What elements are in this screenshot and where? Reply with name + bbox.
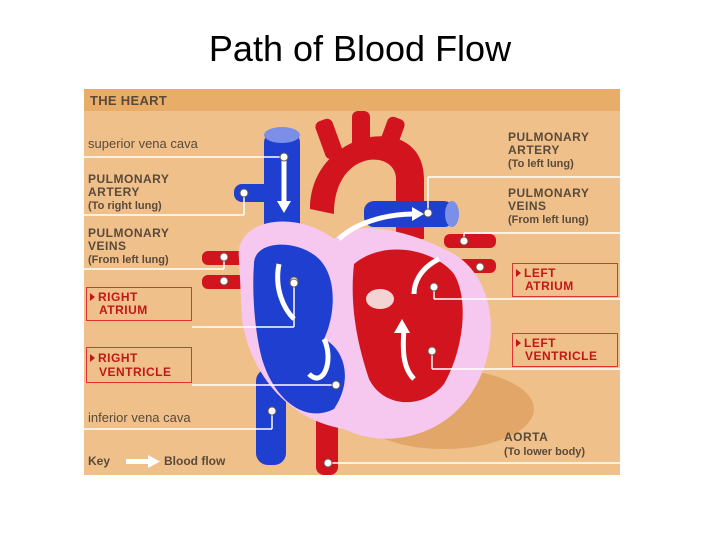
- dot-pv-left-1: [459, 236, 469, 246]
- lpa-opening: [445, 201, 459, 227]
- label-right-atrium-1-text: RIGHT: [98, 290, 138, 304]
- label-pulmonary-veins-right-2: VEINS: [88, 239, 127, 253]
- label-pulmonary-artery-right-2: ARTERY: [88, 185, 140, 199]
- dot-ra-2: [289, 278, 299, 288]
- label-right-atrium-2: ATRIUM: [99, 303, 148, 317]
- dot-pv-left-2: [475, 262, 485, 272]
- svc-opening: [264, 127, 300, 143]
- label-left-ventricle-1: LEFT: [516, 337, 556, 350]
- flow-arrow-5: [411, 256, 441, 295]
- diagram-header-text: THE HEART: [90, 93, 168, 108]
- flow-arrow-4: [337, 211, 415, 241]
- leader-lines-left: [84, 156, 336, 430]
- aorta-branch-1: [315, 118, 343, 160]
- label-inferior-vena-cava: inferior vena cava: [88, 410, 191, 425]
- label-pulmonary-veins-right-sub: (From left lung): [88, 254, 169, 266]
- label-right-atrium-1: RIGHT: [90, 291, 138, 304]
- flow-arrow-3: [307, 337, 331, 381]
- label-left-atrium-1-text: LEFT: [524, 266, 556, 280]
- dot-lv: [427, 346, 437, 356]
- label-pulmonary-veins-right-1: PULMONARY: [88, 226, 170, 240]
- aorta-branch-3: [377, 116, 405, 158]
- dot-pa-right: [239, 188, 249, 198]
- target-dots: [219, 152, 485, 468]
- right-ventricle-box: [86, 347, 192, 383]
- label-aorta-sub: (To lower body): [504, 446, 586, 458]
- label-aorta: AORTA: [504, 430, 549, 444]
- left-chambers: [352, 249, 463, 403]
- right-atrium-box: [86, 287, 192, 321]
- aortic-arch-vessel: [310, 136, 424, 239]
- flow-arrow-6: [400, 328, 416, 381]
- heart-illustration: [84, 111, 620, 475]
- label-pulmonary-veins-left-2: VEINS: [508, 199, 547, 213]
- flow-arrow-2: [275, 263, 296, 321]
- dot-pv-right-2: [219, 276, 229, 286]
- flow-arrow-4-head: [412, 207, 424, 221]
- key-arrow-shaft: [126, 459, 150, 464]
- label-left-ventricle-2: VENTRICLE: [525, 349, 598, 363]
- dot-aorta: [323, 458, 333, 468]
- pulm-vein-left-1: [444, 234, 496, 248]
- heart-diagram: THE HEART: [84, 89, 620, 475]
- label-pulmonary-artery-left-sub: (To left lung): [508, 158, 574, 170]
- left-atrium-box: [512, 263, 618, 297]
- label-key: Key: [88, 454, 111, 468]
- arrow-icon: [516, 339, 521, 347]
- flow-arrow-6-head: [394, 319, 410, 333]
- label-right-ventricle-2: VENTRICLE: [99, 365, 172, 379]
- aorta-branch-2: [352, 111, 370, 151]
- label-pulmonary-artery-right-1: PULMONARY: [88, 172, 170, 186]
- label-key-blood-flow: Blood flow: [164, 454, 226, 468]
- label-right-ventricle-1: RIGHT: [90, 352, 138, 365]
- dot-pv-right-1: [219, 252, 229, 262]
- flow-arrow-1-head: [277, 201, 291, 213]
- label-pulmonary-artery-left-1: PULMONARY: [508, 130, 590, 144]
- label-superior-vena-cava: superior vena cava: [88, 136, 198, 151]
- dot-svc: [279, 152, 289, 162]
- label-left-atrium-1: LEFT: [516, 267, 556, 280]
- leader-lines-right: [328, 176, 620, 464]
- label-right-ventricle-1-text: RIGHT: [98, 351, 138, 365]
- dot-la: [429, 282, 439, 292]
- label-pulmonary-veins-left-sub: (From left lung): [508, 214, 589, 226]
- valve: [366, 289, 394, 309]
- label-pulmonary-veins-left-1: PULMONARY: [508, 186, 590, 200]
- slide-title: Path of Blood Flow: [208, 28, 512, 69]
- left-ventricle-box: [512, 333, 618, 367]
- arrow-icon: [90, 293, 95, 301]
- dot-ivc: [267, 406, 277, 416]
- label-pulmonary-artery-left-2: ARTERY: [508, 143, 560, 157]
- right-pulmonary-artery-vessel: [234, 184, 284, 202]
- label-pulmonary-artery-right-sub: (To right lung): [88, 200, 162, 212]
- dot-pa-left: [423, 208, 433, 218]
- arrow-icon: [516, 269, 521, 277]
- label-left-ventricle-1-text: LEFT: [524, 336, 556, 350]
- arrow-icon: [90, 354, 95, 362]
- dot-rv: [331, 380, 341, 390]
- diagram-header: THE HEART: [84, 89, 620, 111]
- label-left-atrium-2: ATRIUM: [525, 279, 574, 293]
- key-arrow-head: [148, 455, 160, 468]
